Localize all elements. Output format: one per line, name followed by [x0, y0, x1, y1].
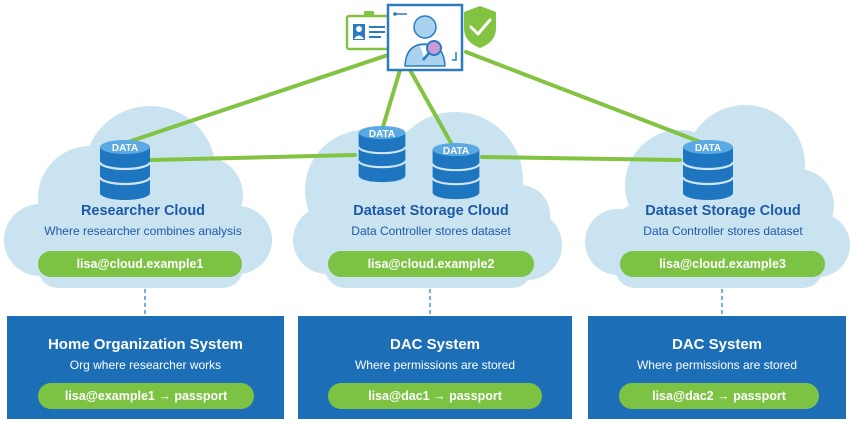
database-icon-storage-2: DATA [681, 138, 735, 202]
system-subtitle: Where permissions are stored [354, 358, 516, 372]
svg-text:DATA: DATA [369, 129, 395, 140]
id-card-icon [345, 11, 393, 51]
magnifier-icon [422, 40, 442, 61]
system-title: DAC System [671, 336, 763, 353]
cloud-researcher: Researcher Cloud Where researcher combin… [38, 203, 248, 238]
database-icon-storage-1b: DATA [431, 141, 481, 201]
cloud-storage-2: Dataset Storage Cloud Data Controller st… [618, 203, 828, 238]
cloud-subtitle: Data Controller stores dataset [643, 224, 803, 238]
network-links [123, 50, 705, 162]
dashed-connectors [144, 289, 723, 316]
system-title: Home Organization System [47, 336, 244, 353]
account-pill-cloud-2: lisa@cloud.example2 [328, 251, 534, 277]
database-icon-storage-1a: DATA [357, 124, 407, 184]
cloud-storage-1: Dataset Storage Cloud Data Controller st… [326, 203, 536, 238]
system-subtitle: Where permissions are stored [636, 358, 798, 372]
cloud-subtitle: Data Controller stores dataset [351, 224, 511, 238]
svg-text:DATA: DATA [443, 146, 469, 157]
account-pill-cloud-3: lisa@cloud.example3 [620, 251, 825, 277]
account-pill-cloud-1: lisa@cloud.example1 [38, 251, 242, 277]
svg-text:DATA: DATA [695, 143, 721, 154]
system-subtitle: Org where researcher works [69, 358, 222, 372]
passport-pill: lisa@dac2 → passport [619, 383, 819, 409]
system-box-home-organization: Home Organization System Org where resea… [7, 316, 284, 419]
cloud-title: Dataset Storage Cloud [353, 203, 509, 219]
passport-pill: lisa@dac1 → passport [328, 383, 542, 409]
shield-check-icon [464, 6, 496, 48]
cloud-title: Researcher Cloud [80, 203, 206, 219]
researcher-person-icon [386, 3, 464, 72]
passport-pill: lisa@example1 → passport [38, 383, 254, 409]
system-box-dac-2: DAC System Where permissions are stored … [588, 316, 846, 419]
cloud-title: Dataset Storage Cloud [645, 203, 801, 219]
database-icon-researcher: DATA [98, 138, 152, 202]
cloud-subtitle: Where researcher combines analysis [44, 224, 242, 238]
svg-text:DATA: DATA [112, 143, 138, 154]
system-box-dac-1: DAC System Where permissions are stored … [298, 316, 572, 419]
passport-broker-icon [345, 3, 496, 72]
system-title: DAC System [389, 336, 481, 353]
